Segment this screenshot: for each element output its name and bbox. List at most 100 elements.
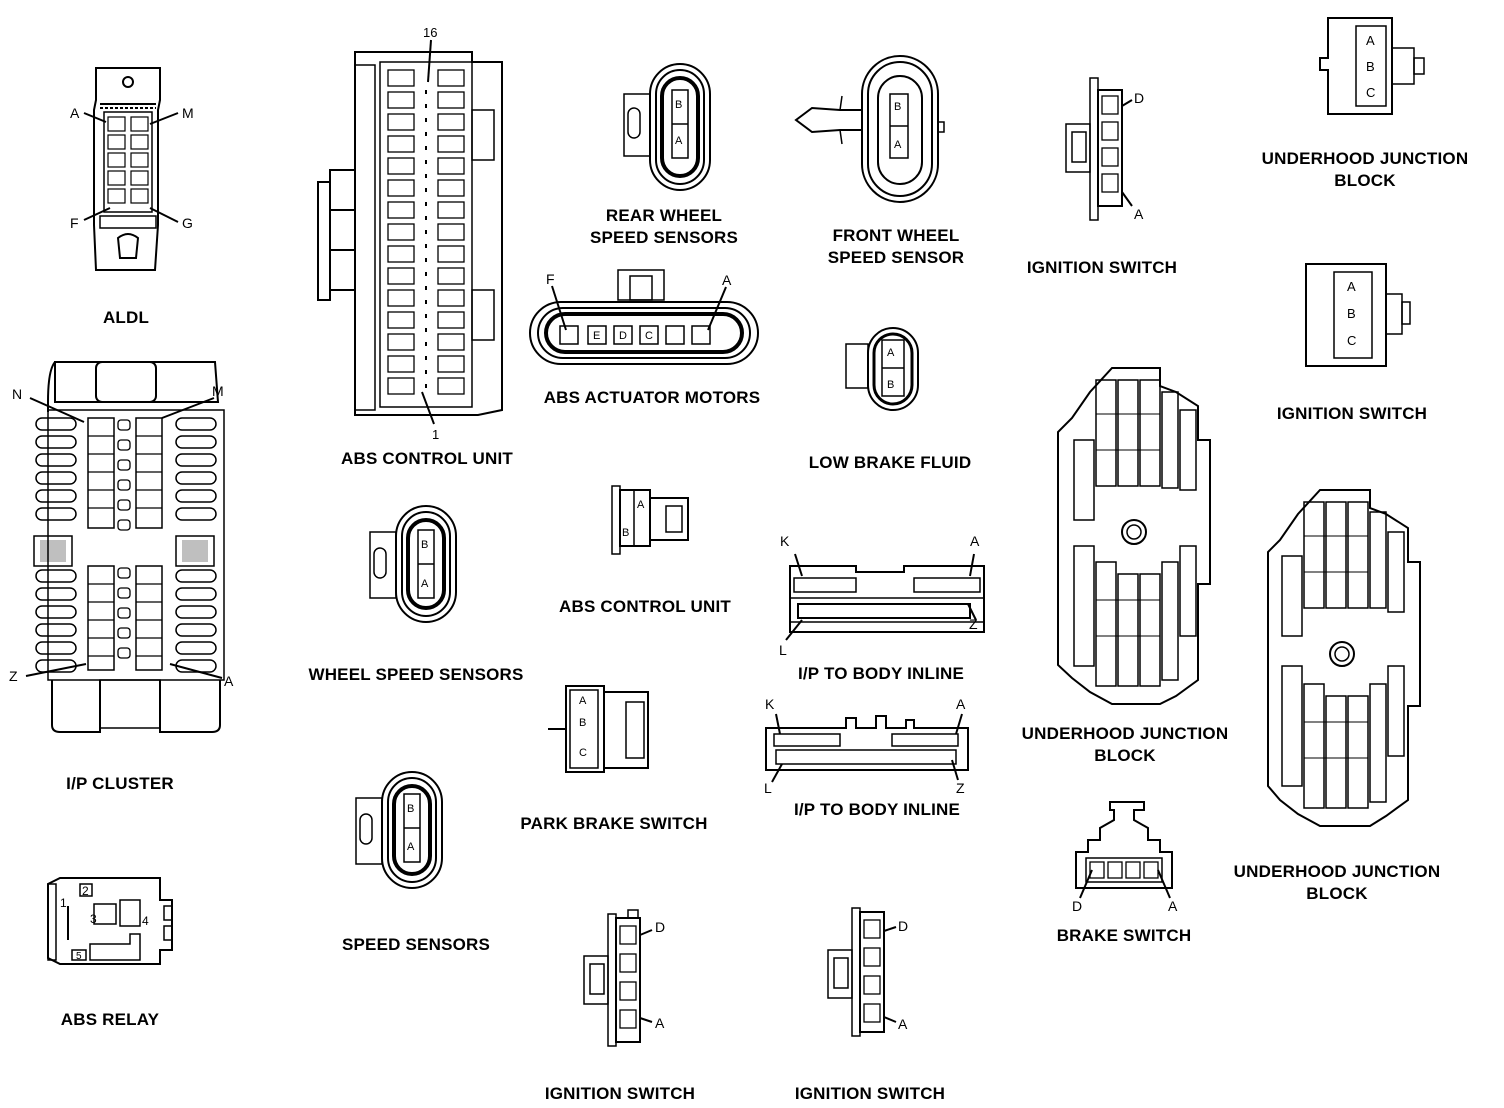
aldl-pin-g-label: G (182, 215, 193, 231)
ip-to-body-inline-upper-caption: I/P TO BODY INLINE (797, 664, 965, 683)
ignition-switch-bl-pin-a-label: A (655, 1015, 665, 1031)
ignition-switch-right-cavity-b-label: B (1347, 306, 1356, 321)
abs-relay-cavity-1-label: 1 (60, 896, 67, 910)
abs-control-unit-main-connector (317, 39, 503, 425)
wheel-speed-sensors-caption: WHEEL SPEED SENSORS (308, 665, 524, 684)
abs-control-unit-small-cavity-a-label: A (637, 499, 645, 511)
abs-relay-connector (47, 877, 173, 965)
ip-body-upper-pin-a-label: A (970, 533, 980, 549)
aldl-pin-m-label: M (182, 105, 194, 121)
ignition-switch-right-connector (1305, 263, 1411, 367)
park-brake-cavity-a-label: A (579, 695, 587, 707)
park-brake-cavity-b-label: B (579, 717, 587, 729)
ujb-right-caption-line-1: UNDERHOOD JUNCTION (1233, 862, 1441, 881)
ignition-switch-bottom-left-connector (583, 909, 653, 1047)
ip-body-lower-pin-a-label: A (956, 696, 966, 712)
ip-to-body-inline-upper-connector (785, 553, 985, 641)
aldl-caption: ALDL (102, 308, 150, 327)
front-wheel-cavity-a-label: A (894, 139, 902, 151)
rear-wheel-speed-sensors-caption: REAR WHEEL SPEED SENSORS (564, 205, 764, 249)
underhood-junction-block-center-caption: UNDERHOOD JUNCTION BLOCK (998, 723, 1252, 767)
ignition-switch-bc-pin-a-label: A (898, 1016, 908, 1032)
park-brake-switch-connector (548, 685, 649, 773)
ip-body-upper-pin-k-label: K (780, 533, 790, 549)
ignition-switch-right-cavity-c-label: C (1347, 333, 1357, 348)
ujb-small-cavity-c-label: C (1366, 85, 1376, 100)
abs-relay-caption: ABS RELAY (60, 1010, 160, 1029)
ip-cluster-caption: I/P CLUSTER (66, 774, 174, 793)
abs-actuator-motors-caption: ABS ACTUATOR MOTORS (543, 388, 761, 407)
ignition-switch-bottom-center-connector (827, 907, 897, 1037)
ujb-center-caption-line-1: UNDERHOOD JUNCTION (1021, 724, 1229, 743)
abs-relay-cavity-3-label: 3 (90, 912, 97, 926)
speed-sensors-cavity-a-label: A (407, 841, 415, 853)
abs-control-unit-small-connector (611, 485, 689, 555)
low-brake-fluid-cavity-b-label: B (887, 379, 895, 391)
low-brake-fluid-caption: LOW BRAKE FLUID (808, 453, 972, 472)
ip-cluster-connector (25, 361, 225, 733)
ip-to-body-inline-lower-connector (765, 713, 969, 783)
abs-control-unit-pin-16-label: 16 (423, 25, 438, 40)
wheel-speed-sensors-cavity-b-label: B (421, 539, 429, 551)
underhood-junction-block-right-caption: UNDERHOOD JUNCTION BLOCK (1210, 861, 1464, 905)
aldl-pin-a-label: A (70, 105, 80, 121)
front-wheel-speed-sensor-caption: FRONT WHEEL SPEED SENSOR (796, 225, 996, 269)
brake-switch-connector (1075, 801, 1173, 899)
abs-relay-cavity-4-label: 4 (142, 914, 149, 928)
speed-sensors-caption: SPEED SENSORS (341, 935, 491, 954)
aldl-connector (83, 67, 179, 271)
abs-relay-cavity-5-label: 5 (76, 951, 82, 962)
ignition-switch-top-pin-d-label: D (1134, 90, 1145, 106)
rear-wheel-caption-line-2: SPEED SENSORS (589, 228, 739, 247)
abs-actuator-pin-f-label: F (546, 271, 555, 287)
wheel-speed-sensors-connector (369, 505, 457, 623)
underhood-junction-block-small-caption: UNDERHOOD JUNCTION BLOCK (1238, 148, 1492, 192)
ignition-switch-bottom-left-caption: IGNITION SWITCH (544, 1084, 696, 1103)
abs-relay-cavity-2-label: 2 (82, 884, 89, 898)
rear-wheel-caption-line-1: REAR WHEEL (605, 206, 723, 225)
ip-cluster-pin-a-label: A (224, 673, 234, 689)
speed-sensors-cavity-b-label: B (407, 803, 415, 815)
ip-body-lower-pin-z-label: Z (956, 780, 965, 796)
ujb-small-cavity-a-label: A (1366, 33, 1375, 48)
underhood-junction-block-right-connector (1267, 489, 1421, 827)
rear-wheel-cavity-a-label: A (675, 135, 683, 147)
park-brake-switch-caption: PARK BRAKE SWITCH (520, 814, 708, 833)
ip-body-lower-pin-k-label: K (765, 696, 775, 712)
park-brake-cavity-c-label: C (579, 747, 587, 759)
ip-body-lower-pin-l-label: L (764, 780, 772, 796)
abs-actuator-cavity-c-label: C (645, 330, 653, 342)
ignition-switch-bottom-center-caption: IGNITION SWITCH (794, 1084, 946, 1103)
brake-switch-pin-a-label: A (1168, 898, 1178, 914)
speed-sensors-connector (355, 771, 443, 889)
ignition-switch-bl-pin-d-label: D (655, 919, 666, 935)
low-brake-fluid-connector (845, 327, 919, 411)
ujb-center-caption-line-2: BLOCK (1094, 746, 1156, 765)
ignition-switch-top-connector (1065, 77, 1133, 221)
wheel-speed-sensors-cavity-a-label: A (421, 578, 429, 590)
ip-cluster-pin-m-label: M (212, 383, 224, 399)
ip-cluster-pin-n-label: N (12, 386, 23, 402)
underhood-junction-block-center-connector (1057, 367, 1211, 705)
ip-cluster-pin-z-label: Z (9, 668, 18, 684)
ip-body-upper-pin-l-label: L (779, 642, 787, 658)
front-wheel-caption-line-2: SPEED SENSOR (827, 248, 965, 267)
ujb-small-caption-line-1: UNDERHOOD JUNCTION (1261, 149, 1469, 168)
rear-wheel-cavity-b-label: B (675, 99, 683, 111)
ignition-switch-right-caption: IGNITION SWITCH (1276, 404, 1428, 423)
front-wheel-speed-sensor-connector (794, 55, 945, 203)
low-brake-fluid-cavity-a-label: A (887, 347, 895, 359)
underhood-junction-block-small-connector (1319, 17, 1425, 115)
ignition-switch-top-caption: IGNITION SWITCH (1026, 258, 1178, 277)
front-wheel-caption-line-1: FRONT WHEEL (832, 226, 960, 245)
abs-actuator-pin-a-label: A (722, 272, 732, 288)
abs-control-unit-pin-1-label: 1 (432, 427, 440, 442)
abs-control-unit-main-caption: ABS CONTROL UNIT (341, 449, 513, 468)
abs-control-unit-small-cavity-b-label: B (622, 527, 630, 539)
ujb-small-caption-line-2: BLOCK (1334, 171, 1396, 190)
ignition-switch-top-pin-a-label: A (1134, 206, 1144, 222)
ignition-switch-right-cavity-a-label: A (1347, 279, 1356, 294)
ip-body-upper-pin-z-label: Z (969, 616, 978, 632)
ip-to-body-inline-lower-caption: I/P TO BODY INLINE (793, 800, 961, 819)
